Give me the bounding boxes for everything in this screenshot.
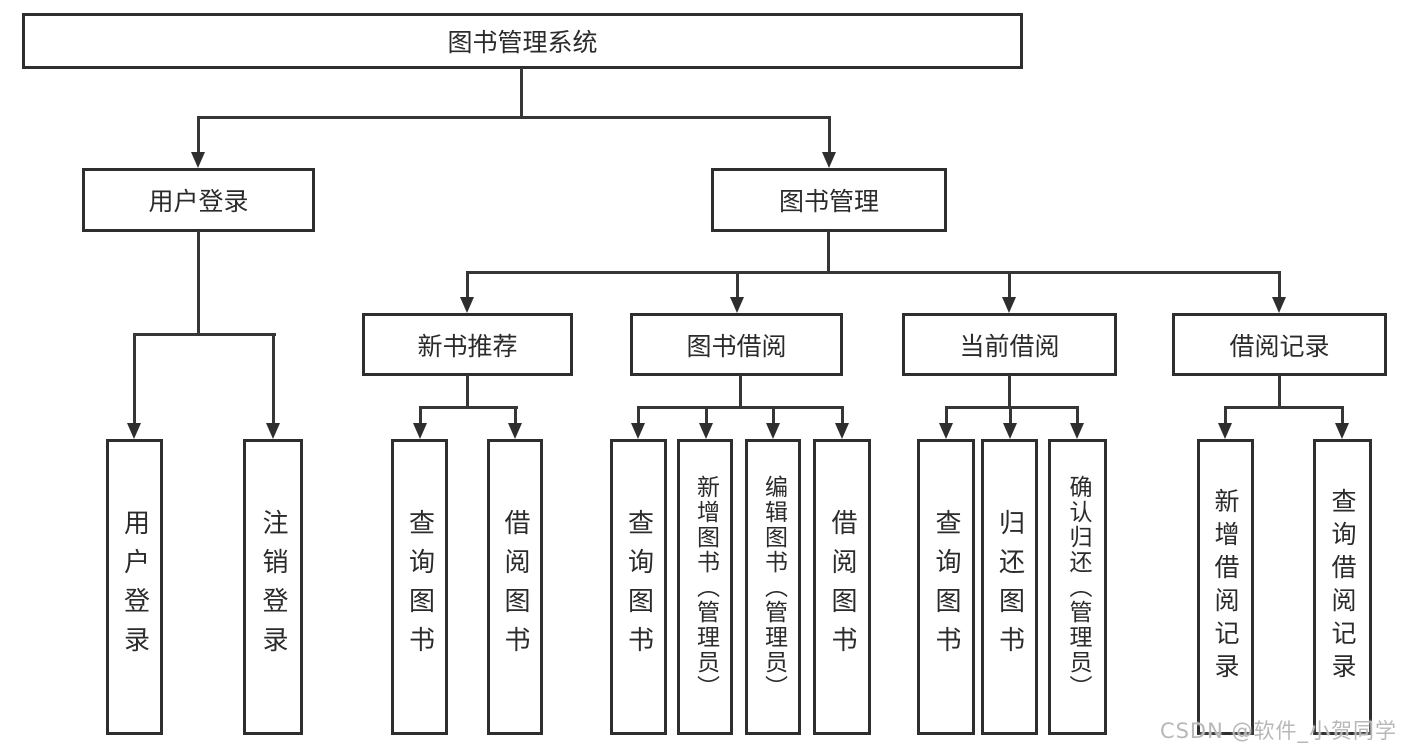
connector-to-logout-leaf	[272, 333, 275, 427]
node-user-login: 用户登录	[82, 168, 315, 232]
connector-leaf	[772, 406, 775, 427]
node-book-borrowing: 图书借阅	[630, 313, 843, 376]
node-label: 图书管理系统	[447, 28, 598, 57]
arrowhead-book-mgmt	[822, 152, 836, 168]
node-new-book-recommend: 新书推荐	[362, 313, 573, 376]
connector-to-new-books	[466, 271, 469, 301]
node-book-management: 图书管理	[711, 168, 947, 232]
node-label: 当前借阅	[959, 331, 1060, 361]
node-root-library-system: 图书管理系统	[22, 13, 1023, 69]
node-label: 新增借阅记录	[1211, 488, 1240, 686]
leaf-query-books-borrowing: 查询图书	[610, 439, 667, 735]
node-label: 用户登录	[119, 509, 150, 665]
connector-to-user-login	[197, 116, 200, 156]
arrowhead-leaf	[508, 423, 522, 439]
node-label: 确认归还（管理员）	[1065, 474, 1091, 700]
leaf-query-borrow-record: 查询借阅记录	[1313, 439, 1372, 735]
leaf-edit-books-admin: 编辑图书（管理员）	[745, 439, 801, 735]
connector-to-records	[1278, 271, 1281, 301]
node-borrowing-records: 借阅记录	[1172, 313, 1387, 376]
connector-records-rail	[1224, 406, 1344, 409]
arrowhead-leaf	[1335, 423, 1349, 439]
leaf-query-books-current: 查询图书	[917, 439, 975, 735]
leaf-confirm-return-admin: 确认归还（管理员）	[1048, 439, 1107, 735]
node-current-borrowing: 当前借阅	[902, 313, 1117, 376]
node-label: 查询图书	[931, 509, 961, 665]
arrowhead-leaf	[699, 423, 713, 439]
connector-leaf	[637, 406, 640, 427]
connector-book-mgmt-stub	[827, 231, 830, 273]
connector-current-rail	[945, 406, 1079, 409]
leaf-add-books-admin: 新增图书（管理员）	[677, 439, 733, 735]
arrowhead-login-leaf	[127, 423, 141, 439]
connector-to-login-leaf	[133, 333, 136, 427]
connector-to-current	[1008, 271, 1011, 301]
node-label: 查询借阅记录	[1328, 488, 1357, 686]
connector-leaf	[841, 406, 844, 427]
arrowhead-leaf	[1218, 423, 1232, 439]
connector-to-book-mgmt	[828, 116, 831, 156]
arrowhead-borrowing	[730, 297, 744, 313]
connector-leaf	[1341, 406, 1344, 427]
connector-root-rail	[197, 116, 831, 119]
connector-records-stub	[1278, 375, 1281, 408]
connector-leaf	[514, 406, 517, 427]
leaf-user-login: 用户登录	[106, 439, 163, 735]
leaf-add-borrow-record: 新增借阅记录	[1197, 439, 1254, 735]
arrowhead-records	[1272, 297, 1286, 313]
arrowhead-leaf	[766, 423, 780, 439]
arrowhead-leaf	[1070, 423, 1084, 439]
leaf-borrow-books-recommend: 借阅图书	[487, 439, 543, 735]
node-label: 用户登录	[148, 187, 249, 216]
leaf-borrow-books: 借阅图书	[813, 439, 871, 735]
arrowhead-leaf	[835, 423, 849, 439]
arrowhead-current	[1002, 297, 1016, 313]
connector-current-stub	[1008, 375, 1011, 408]
connector-new-books-rail	[419, 406, 518, 409]
node-label: 借阅记录	[1229, 331, 1330, 361]
node-label: 新增图书（管理员）	[692, 474, 719, 700]
connector-to-borrowing	[736, 271, 739, 301]
connector-borrowing-stub	[739, 375, 742, 408]
connector-leaf	[1076, 406, 1079, 427]
arrowhead-new-books	[460, 297, 474, 313]
connector-borrowing-rail	[637, 406, 843, 409]
connector-leaf	[1009, 406, 1012, 427]
leaf-return-books: 归还图书	[981, 439, 1038, 735]
leaf-query-books-recommend: 查询图书	[391, 439, 448, 735]
connector-leaf	[419, 406, 422, 427]
node-label: 归还图书	[994, 509, 1025, 665]
arrowhead-leaf	[413, 423, 427, 439]
connector-leaf	[1224, 406, 1227, 427]
node-label: 新书推荐	[417, 331, 518, 361]
leaf-logout: 注销登录	[243, 439, 303, 735]
arrowhead-user-login	[191, 152, 205, 168]
node-label: 图书借阅	[686, 331, 787, 361]
connector-root-stub	[520, 68, 523, 118]
connector-book-mgmt-rail	[466, 271, 1280, 274]
node-label: 查询图书	[623, 509, 654, 665]
node-label: 编辑图书（管理员）	[760, 474, 787, 700]
node-label: 图书管理	[778, 187, 879, 216]
node-label: 借阅图书	[827, 509, 857, 665]
connector-new-books-stub	[466, 375, 469, 408]
arrowhead-logout-leaf	[266, 423, 280, 439]
connector-leaf	[945, 406, 948, 427]
arrowhead-leaf	[631, 423, 645, 439]
watermark-text: CSDN @软件_小贺同学	[1159, 719, 1397, 743]
connector-user-login-rail	[133, 333, 276, 336]
node-label: 借阅图书	[500, 509, 530, 665]
arrowhead-leaf	[939, 423, 953, 439]
node-label: 查询图书	[404, 509, 435, 665]
connector-user-login-stub	[197, 231, 200, 335]
connector-leaf	[705, 406, 708, 427]
arrowhead-leaf	[1003, 423, 1017, 439]
node-label: 注销登录	[258, 509, 288, 665]
